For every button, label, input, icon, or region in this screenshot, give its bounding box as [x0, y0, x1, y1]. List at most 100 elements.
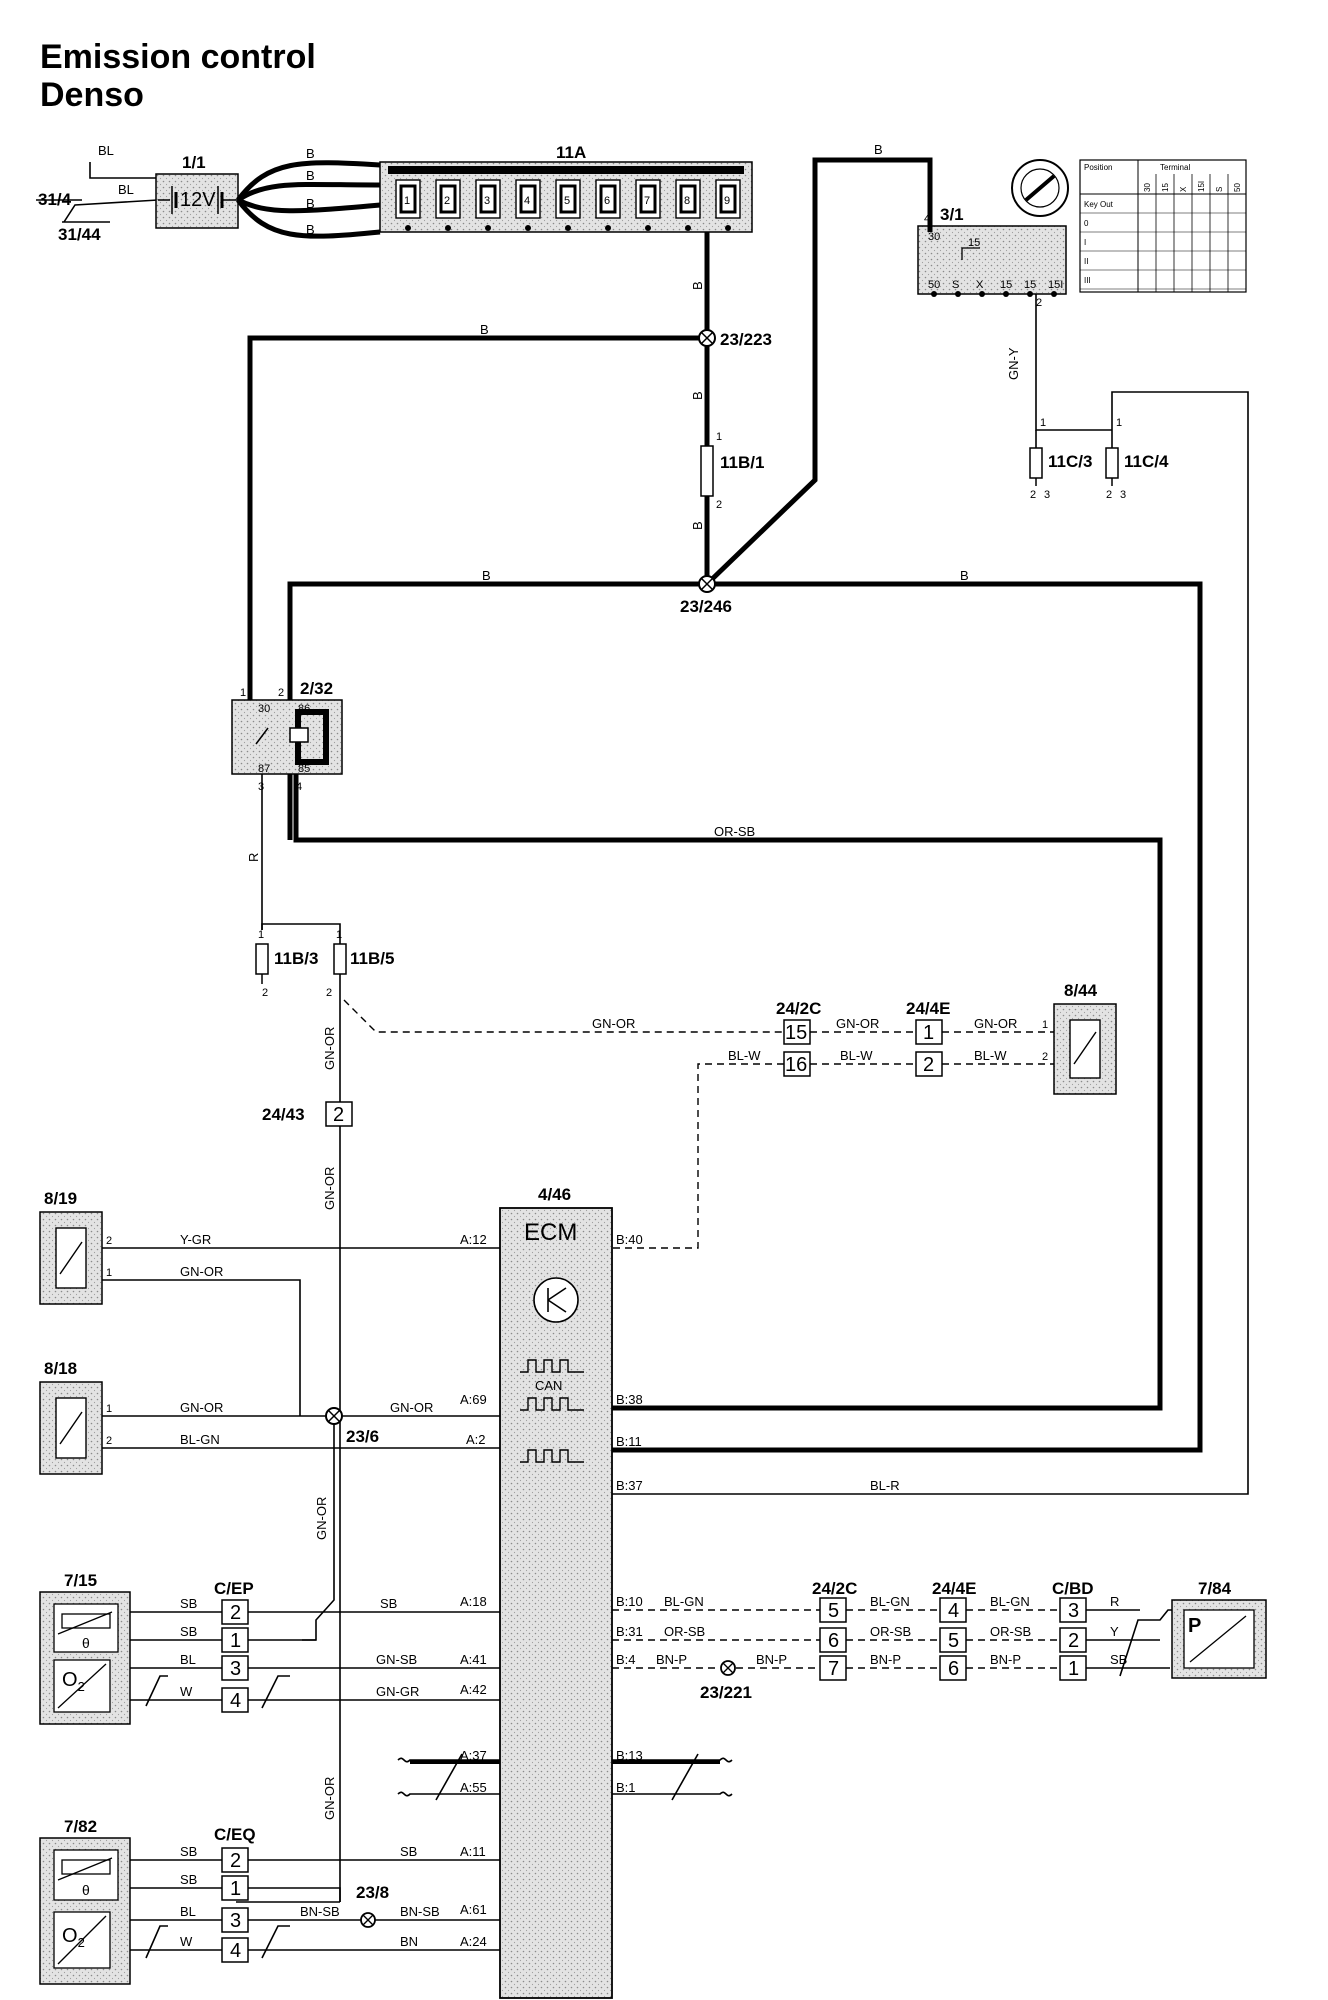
ign-pin-2: 2 — [1036, 297, 1042, 309]
conn-24-43-pin: 2 — [333, 1104, 344, 1126]
fuse-11c4 — [1105, 447, 1119, 486]
ecm-pin-a18: A:18 — [460, 1594, 487, 1609]
wire-label-b-11b1a: B — [690, 391, 705, 400]
ecm-pin-b11: B:11 — [616, 1434, 642, 1449]
conn-cbd-pin-2: 2 — [1068, 1630, 1079, 1652]
ign-terminal-1: S — [952, 279, 959, 291]
fuse-11a-label-9: 9 — [724, 195, 730, 207]
can-signal-icon — [520, 1359, 584, 1463]
fuse-11a-label-4: 4 — [524, 195, 530, 207]
conn-24-2c-bot-pin-5: 5 — [828, 1600, 839, 1622]
table-col-1: 15 — [1161, 183, 1170, 192]
wire-label-sb-784: SB — [1110, 1652, 1127, 1667]
conn-ceq-id: C/EQ — [214, 1825, 256, 1844]
fuse-11b5-pin2: 2 — [326, 987, 332, 999]
wire-label-bn-p-2: BN-P — [756, 1652, 787, 1667]
wire-label-bl-w-3: BL-W — [974, 1048, 1007, 1063]
wire-label-y-784: Y — [1110, 1624, 1119, 1639]
conn-24-4e-top-pin-2: 2 — [923, 1054, 934, 1076]
wire-gn-y — [1035, 294, 1113, 448]
title-line-1: Emission control — [40, 38, 316, 76]
fuse-11a-4-terminal — [525, 225, 531, 231]
fuse-11a-2-element — [439, 184, 457, 214]
fuse-11a-1-terminal — [405, 225, 411, 231]
wire-label-bl-r: BL-R — [870, 1478, 900, 1493]
svg-text:θ: θ — [82, 1635, 90, 1651]
conn-24-2c-bottom: 567 — [819, 1597, 847, 1681]
splice-23-221 — [720, 1660, 736, 1676]
wire-label-or-sb-2: OR-SB — [870, 1624, 911, 1639]
conn-cbd-pin-3: 3 — [1068, 1600, 1079, 1622]
fuse-11a-9-terminal — [725, 225, 731, 231]
ignition-switch-body — [917, 225, 1067, 295]
conn-cbd-cell-2 — [1059, 1627, 1087, 1653]
relay-t86: 86 — [298, 703, 310, 715]
table-row-2: I — [1084, 238, 1086, 247]
splice-23-223 — [698, 329, 716, 347]
wire-label-gn-or-1: GN-OR — [322, 1027, 337, 1070]
splice-23-6-label: 23/6 — [346, 1427, 379, 1446]
wire-label-sb-2: SB — [180, 1624, 197, 1639]
conn-ceq-pin-1: 1 — [230, 1878, 241, 1900]
relay-t30: 30 — [258, 703, 270, 715]
wire-label-gn-or-819: GN-OR — [180, 1264, 223, 1279]
wires-7-84 — [1086, 1609, 1172, 1677]
ecm-pin-a2: A:2 — [466, 1432, 486, 1447]
ecm-transistor-icon — [533, 1277, 579, 1323]
wires-7-84-dashed — [612, 1609, 1060, 1669]
wire-label-b-bat4: B — [306, 222, 315, 237]
wire-label-gn-or-4: GN-OR — [322, 1777, 337, 1820]
ecm-pin-a41: A:41 — [460, 1652, 487, 1667]
fuse-11a-label-3: 3 — [484, 195, 490, 207]
ign-terminal-dot-0 — [931, 291, 937, 297]
wire-or-sb — [293, 774, 1163, 1411]
fuse-11a-2-terminal — [445, 225, 451, 231]
relay-t87: 87 — [258, 763, 270, 775]
wire-gn-or-dashed — [343, 999, 1054, 1249]
relay-id: 2/32 — [300, 679, 333, 698]
splice-23-8 — [360, 1912, 376, 1928]
wire-label-y-gr: Y-GR — [180, 1232, 211, 1247]
ecm-pin-b37: B:37 — [616, 1478, 643, 1493]
conn-24-2c-bot-pin-7: 7 — [828, 1658, 839, 1680]
conn-24-4e-bot-id: 24/4E — [932, 1579, 976, 1598]
fuse-11c3-pin2: 2 — [1030, 489, 1036, 501]
ignition-switch-contact — [961, 247, 980, 260]
sensor-8-18-pin-2: 2 — [106, 1435, 112, 1447]
fuse-11a-label-5: 5 — [564, 195, 570, 207]
table-col-0: 30 — [1143, 183, 1152, 192]
sensor-7-84-symbol: P — [1188, 1615, 1201, 1637]
wire-label-bl-715: BL — [180, 1652, 196, 1667]
fuse-11c4-pin3: 3 — [1120, 489, 1126, 501]
conn-24-4e-bot-cell-6 — [939, 1655, 967, 1681]
fuse-11a-6-element — [599, 184, 617, 214]
wire-label-sb-4: SB — [180, 1844, 197, 1859]
fuse-11a-5-terminal — [565, 225, 571, 231]
table-row-1: 0 — [1084, 219, 1089, 228]
table-col-5: 50 — [1233, 183, 1242, 192]
fuse-11a-3-terminal — [485, 225, 491, 231]
wire-label-sb-3: SB — [380, 1596, 397, 1611]
ign-terminal-dot-5 — [1051, 291, 1057, 297]
conn-24-2c-top-cell-1 — [783, 1019, 811, 1045]
fuse-11b5-pin1: 1 — [336, 929, 342, 941]
wire-bl-r — [612, 391, 1249, 1495]
battery-voltage: 12V — [180, 189, 216, 211]
fuse-11a-label-1: 1 — [404, 195, 410, 207]
conn-cbd: 321 — [1059, 1597, 1087, 1681]
table-header-position: Position — [1084, 163, 1112, 172]
conn-cbd-id: C/BD — [1052, 1579, 1094, 1598]
wire-label-bl-gn-2: BL-GN — [870, 1594, 910, 1609]
wire-b-ign-feed — [812, 157, 933, 430]
fuse-11b3-pin1: 1 — [258, 929, 264, 941]
wire-label-gn-or-d1: GN-OR — [592, 1016, 635, 1031]
splice-23-221-label: 23/221 — [700, 1683, 752, 1702]
table-row-0: Key Out — [1084, 200, 1114, 209]
wire-label-bn: BN — [400, 1934, 418, 1949]
sensor-8-19-pin-2: 2 — [106, 1235, 112, 1247]
ignition-key-icon — [1011, 159, 1069, 217]
ign-terminal-dot-2 — [979, 291, 985, 297]
